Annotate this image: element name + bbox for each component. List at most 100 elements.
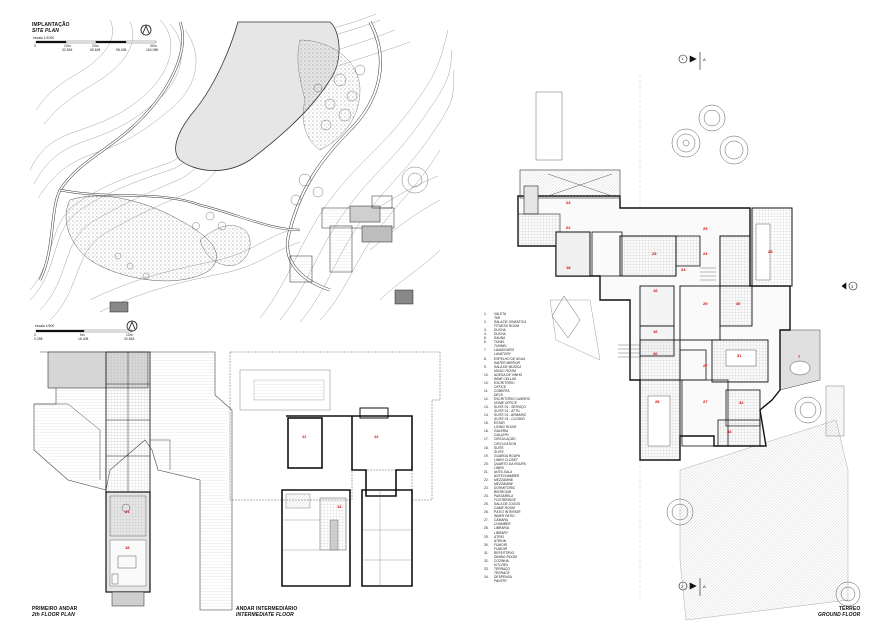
legend-row: 22. MEZZANINE xyxy=(484,478,554,482)
room-label: 27 xyxy=(703,399,708,404)
legend-text: VALETA xyxy=(494,312,507,316)
legend-row: 1. VALETA xyxy=(484,312,554,316)
legend-row: 16.GALERIA xyxy=(484,429,554,433)
legend-row: TAR xyxy=(484,316,554,320)
legend-text: WINE CELLAR xyxy=(494,376,517,381)
legend-row: 29.ÁTRIO xyxy=(484,535,554,539)
legend-row: 9.SALA DE MÚSICA xyxy=(484,365,554,369)
legend-text: ESTAR xyxy=(494,421,505,426)
legend-row: BEDROOM xyxy=(484,490,554,494)
legend-text: LAVATORY xyxy=(494,352,511,357)
legend-row: FOOTBRIDGE xyxy=(484,498,554,502)
legend-text: PÁTIO INTERIOR xyxy=(494,510,521,515)
legend-text: SALA DE JOGOS xyxy=(494,502,521,507)
intermediate-floor-title: ANDAR INTERMEDIÁRIO INTERMEDIATE FLOOR xyxy=(236,606,297,618)
legend-row: 3.DUCHA xyxy=(484,328,554,332)
legend-text: ADEGA DE VINHO xyxy=(494,372,523,377)
legend-number: 4. xyxy=(484,332,487,337)
legend-text: SUITE 01 - ATTIC xyxy=(494,409,521,414)
room-label: 25 xyxy=(768,249,773,254)
legend-row: 19. GUARDA ROUPA xyxy=(484,454,554,458)
legend-number: 15. xyxy=(484,421,489,426)
room-label: 20 xyxy=(653,351,658,356)
legend-row: 23.DORMITÓRIO xyxy=(484,486,554,490)
legend-text: LAVADOURO xyxy=(494,348,515,353)
legend-row: DECK xyxy=(484,393,554,397)
room-label: 18 xyxy=(125,545,130,550)
site-scale-mark: 30m xyxy=(150,44,157,48)
legend-number: 22. xyxy=(484,477,489,482)
legend-number: 17. xyxy=(484,437,489,442)
legend-text: ATRIUM xyxy=(494,538,507,543)
legend-row: DINING ROOM xyxy=(484,555,554,559)
section-mark-number: 1 xyxy=(681,56,684,61)
legend-number: 34. xyxy=(484,575,489,580)
site-plan-scale-label: escala 1/1000 xyxy=(33,36,55,40)
legend-number: 2. xyxy=(484,320,487,325)
legend-text: GUARDA ROUPA xyxy=(494,453,521,458)
legend-row: MUSIC ROOM xyxy=(484,369,554,373)
room-label: 21 xyxy=(125,509,130,514)
legend-number: 26. xyxy=(484,510,489,515)
legend-row: 5.SAUNA xyxy=(484,336,554,340)
legend-text: SUITE 01 - CLOSED xyxy=(494,417,525,422)
legend-row: 7.LAVADOURO xyxy=(484,348,554,352)
site-scale-mark: 20m xyxy=(92,44,99,48)
legend-number: 32. xyxy=(484,558,489,563)
legend-row: FITNESS ROOM xyxy=(484,324,554,328)
site-scale-mark: 65.62ft xyxy=(90,48,101,52)
legend-number: 9. xyxy=(484,364,487,369)
legend-text: FUMOIR xyxy=(494,542,508,547)
site-plan-title-pt: IMPLANTAÇÃO xyxy=(32,22,70,28)
legend-number: 1. xyxy=(484,312,487,316)
room-label: 27 xyxy=(703,363,708,368)
legend-number: 6. xyxy=(484,340,487,345)
room-label: 23 xyxy=(566,200,571,205)
legend-row: GALLERY xyxy=(484,433,554,437)
room-label: 32 xyxy=(739,400,744,405)
legend-number: 25. xyxy=(484,502,489,507)
legend-text: SUITE xyxy=(494,445,504,450)
legend-number: 19. xyxy=(484,453,489,458)
legend-row: FUMOIR xyxy=(484,547,554,551)
room-label: 25 xyxy=(703,226,708,231)
legend-text: CÂMARA xyxy=(494,518,509,523)
second-floor-title: PRIMEIRO ANDAR 2th FLOOR PLAN xyxy=(32,606,77,618)
legend-text: ESPELHO DE ÁGUA xyxy=(494,356,526,361)
legend-text: PASSARELA xyxy=(494,494,514,499)
legend-text: MEZZANINE xyxy=(494,477,514,482)
legend-text: TERRACE xyxy=(494,571,510,575)
site-scale-mark: 164.05ft xyxy=(146,48,159,52)
room-label: 28 xyxy=(655,399,660,404)
ground-floor-title-pt: TÉRREO xyxy=(838,606,861,612)
legend-text: SUITE 01 - ARMÁRIO xyxy=(494,413,527,418)
legend-text: GALERIA xyxy=(494,429,509,434)
room-label: 13 xyxy=(337,504,342,509)
legend-text: TERRAÇO xyxy=(494,566,511,571)
legend-text: ANTECHAMBER xyxy=(494,473,520,478)
legend-row: 33.TERRAÇO xyxy=(484,567,554,571)
legend-row: 13.SUITE 01 - SERVIÇO xyxy=(484,405,554,409)
legend-text: WATER MIRROR xyxy=(494,360,520,365)
legend-row: 14.SUITE 01 - ARMÁRIO xyxy=(484,413,554,417)
legend-text: DINING ROOM xyxy=(494,554,517,559)
floor-scale-mark: 0 xyxy=(34,333,36,337)
legend-row: 10.ESCRITÓRIO xyxy=(484,381,554,385)
legend-row: 6.TÚNEL xyxy=(484,340,554,344)
legend-text: QUARTO DA ROUPA xyxy=(494,461,526,466)
section-mark-letter: A xyxy=(703,57,706,62)
legend-text: DORMITÓRIO xyxy=(494,486,516,491)
legend-row: GAME ROOM xyxy=(484,506,554,510)
legend-text: ESCRITÓRIO xyxy=(494,380,515,385)
legend-row: 24.PASSARELA xyxy=(484,494,554,498)
legend-row: WINE CELLAR xyxy=(484,377,554,381)
legend-row: 28.LIBRARIA xyxy=(484,526,554,530)
floor-scale-mark: 10m xyxy=(126,333,133,337)
legend-text: MEZZANINE xyxy=(494,481,514,486)
legend-row: KITCHEN xyxy=(484,563,554,567)
legend-row: 31.REFEITÓRIO xyxy=(484,551,554,555)
legend-row: LINEN CLOSET xyxy=(484,458,554,462)
legend-row: 12.ESCRITÓRIO CASEIRO xyxy=(484,397,554,401)
